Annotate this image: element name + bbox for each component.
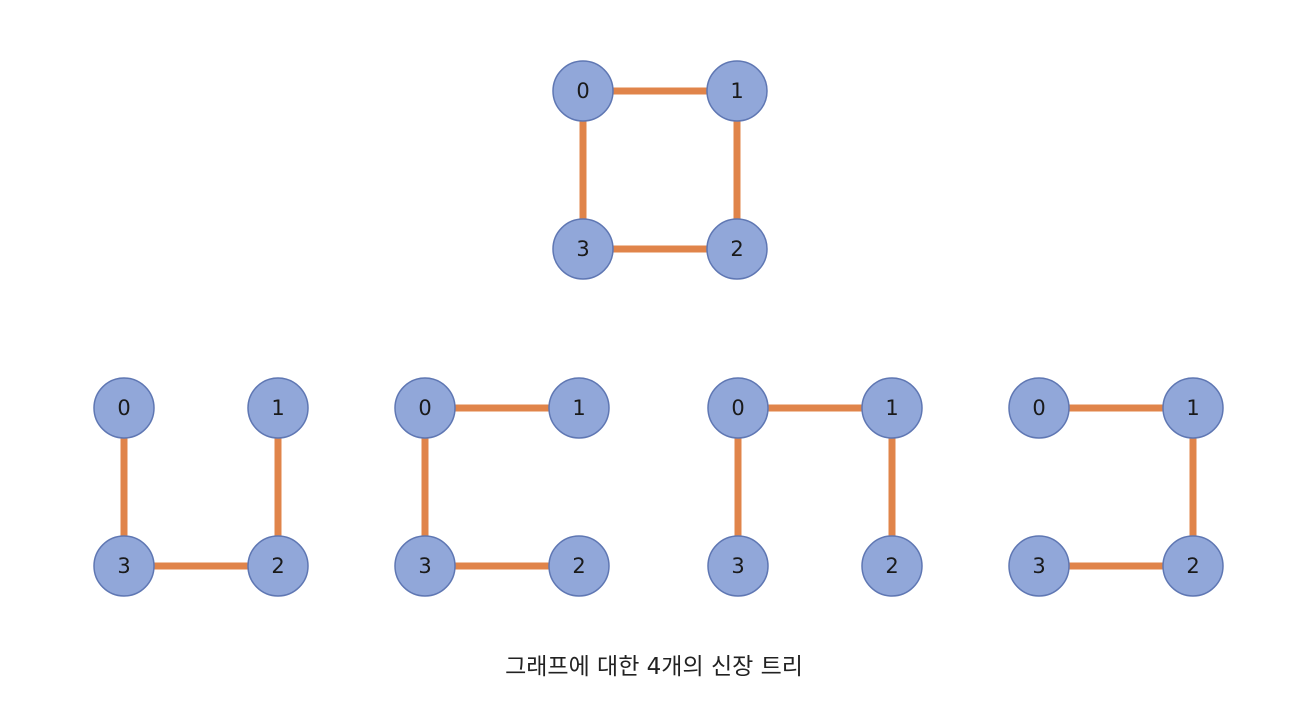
- spanning-tree-4-node-1: 1: [1162, 377, 1224, 439]
- node-label: 1: [885, 396, 898, 420]
- node-circle: [706, 60, 768, 122]
- spanning-tree-1-node-2: 2: [247, 535, 309, 597]
- node-label: 2: [730, 237, 743, 261]
- node-label: 1: [572, 396, 585, 420]
- spanning-tree-1-node-3: 3: [93, 535, 155, 597]
- node-circle: [1162, 535, 1224, 597]
- node-circle: [247, 377, 309, 439]
- edges-layer: [120, 87, 1197, 570]
- node-label: 0: [576, 79, 589, 103]
- node-label: 3: [731, 554, 744, 578]
- node-circle: [706, 218, 768, 280]
- node-label: 3: [117, 554, 130, 578]
- node-circle: [93, 535, 155, 597]
- node-label: 0: [1032, 396, 1045, 420]
- node-label: 2: [572, 554, 585, 578]
- node-label: 3: [576, 237, 589, 261]
- node-label: 1: [730, 79, 743, 103]
- node-label: 2: [1186, 554, 1199, 578]
- spanning-tree-3-node-1: 1: [861, 377, 923, 439]
- node-circle: [548, 377, 610, 439]
- node-circle: [861, 377, 923, 439]
- node-circle: [707, 377, 769, 439]
- node-label: 3: [1032, 554, 1045, 578]
- spanning-tree-4-node-0: 0: [1008, 377, 1070, 439]
- node-circle: [1008, 377, 1070, 439]
- node-circle: [394, 535, 456, 597]
- node-circle: [861, 535, 923, 597]
- diagram-caption: 그래프에 대한 4개의 신장 트리: [505, 654, 803, 680]
- node-circle: [552, 60, 614, 122]
- node-circle: [1162, 377, 1224, 439]
- spanning-tree-3-node-0: 0: [707, 377, 769, 439]
- original-graph-node-1: 1: [706, 60, 768, 122]
- node-circle: [394, 377, 456, 439]
- spanning-tree-2-node-2: 2: [548, 535, 610, 597]
- node-label: 3: [418, 554, 431, 578]
- node-circle: [552, 218, 614, 280]
- spanning-tree-2-node-3: 3: [394, 535, 456, 597]
- node-label: 0: [731, 396, 744, 420]
- spanning-tree-1-node-1: 1: [247, 377, 309, 439]
- node-circle: [548, 535, 610, 597]
- spanning-tree-3-node-2: 2: [861, 535, 923, 597]
- spanning-tree-4-node-2: 2: [1162, 535, 1224, 597]
- node-label: 2: [885, 554, 898, 578]
- spanning-tree-2-node-1: 1: [548, 377, 610, 439]
- node-label: 0: [418, 396, 431, 420]
- spanning-tree-4-node-3: 3: [1008, 535, 1070, 597]
- nodes-layer: 0 1 2 3 0 1 2 3 0 1 2 3 0 1 2 3 0 1 2 3: [93, 60, 1224, 597]
- node-label: 0: [117, 396, 130, 420]
- original-graph-node-0: 0: [552, 60, 614, 122]
- node-label: 2: [271, 554, 284, 578]
- node-label: 1: [1186, 396, 1199, 420]
- spanning-tree-3-node-3: 3: [707, 535, 769, 597]
- node-circle: [93, 377, 155, 439]
- spanning-tree-2-node-0: 0: [394, 377, 456, 439]
- original-graph-node-2: 2: [706, 218, 768, 280]
- spanning-tree-1-node-0: 0: [93, 377, 155, 439]
- node-circle: [247, 535, 309, 597]
- node-circle: [707, 535, 769, 597]
- original-graph-node-3: 3: [552, 218, 614, 280]
- node-circle: [1008, 535, 1070, 597]
- node-label: 1: [271, 396, 284, 420]
